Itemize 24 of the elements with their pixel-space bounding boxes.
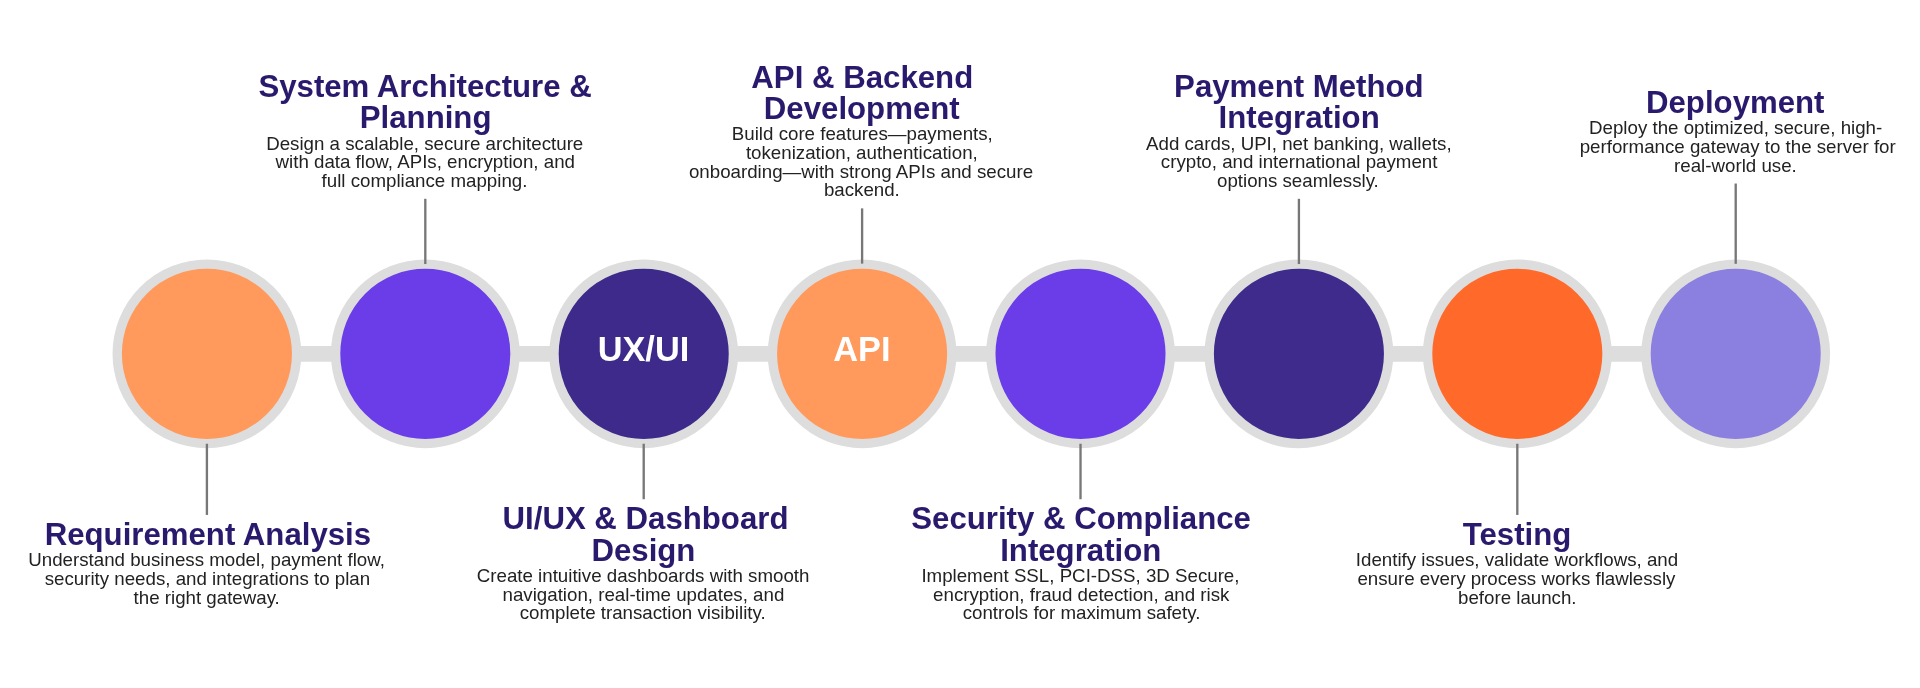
connector [424, 198, 427, 264]
connector [860, 207, 864, 264]
node-circle [986, 259, 1175, 448]
node-circle [1204, 259, 1394, 448]
node-circle [1422, 259, 1612, 448]
node-text: Security & Compliance Integration Implement SSL, PCI-DSS, 3D Secure, encryption, fraud detection, and risk controls for maximum safety. [911, 500, 1251, 623]
connector [1734, 183, 1737, 264]
connector [1079, 443, 1082, 499]
node-text: System Architecture & Planning Design a scalable, secure architecture with data flow, APIs, encryption, and full compliance mapping. [258, 68, 592, 191]
connector [1516, 443, 1519, 515]
node-text: API & Backend Development Build core features—payments, tokenization, authentication, onboarding—with strong APIs and secure backend. [688, 59, 1034, 200]
node-text: Deployment Deploy the optimized, secure, high-performance gateway to the server for real-world use. [1579, 84, 1896, 175]
node-text: Testing Identify issues, validate workflows, and ensure every process works flawlessly before launch. [1355, 516, 1679, 608]
node-circle: UX/UI [549, 259, 739, 448]
node-circle [1641, 259, 1831, 448]
connector [1297, 198, 1301, 264]
node-text: Requirement Analysis Understand business model, payment flow, security needs, and integrations to plan the right gateway. [28, 516, 385, 608]
connector [205, 443, 209, 515]
node-circle: API [767, 259, 957, 448]
node-text: UI/UX & Dashboard Design Create intuitive dashboards with smooth navigation, real-time updates, and complete transaction visibility. [476, 500, 810, 623]
connector [642, 443, 645, 499]
node-text: Payment Method Integration Add cards, UPI, net banking, wallets, crypto, and international payment options seamlessly. [1146, 68, 1452, 191]
node-circle [112, 259, 302, 448]
node-circle [330, 259, 520, 448]
